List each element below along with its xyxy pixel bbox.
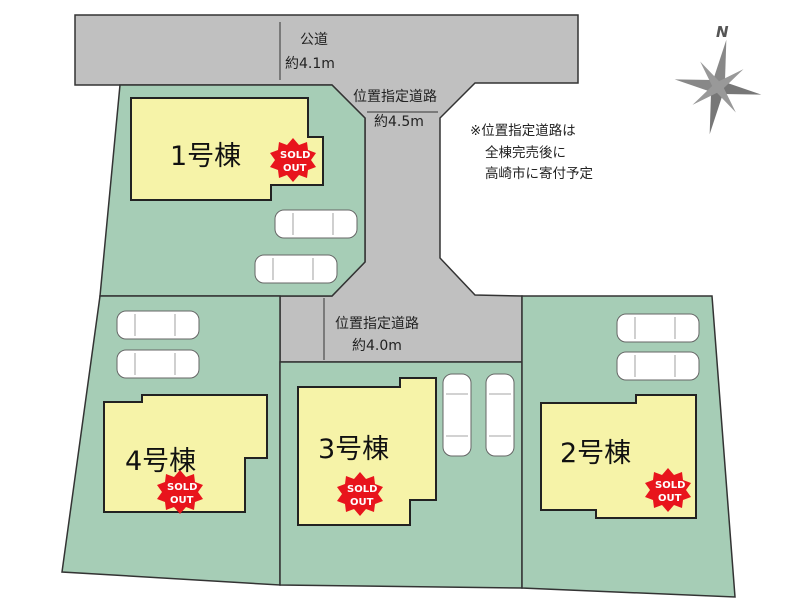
south-road-label: 位置指定道路 <box>335 316 419 332</box>
car-icon <box>274 209 358 239</box>
car-icon <box>254 254 338 284</box>
car-icon <box>616 313 700 343</box>
sold-out-badge-lot-2: SOLD OUT <box>645 468 691 512</box>
compass-icon <box>674 39 762 135</box>
public-road-label: 公道 <box>300 32 328 48</box>
car-icon <box>116 310 200 340</box>
note-line-3: 高崎市に寄付予定 <box>485 165 593 182</box>
note-line-1: ※位置指定道路は <box>470 123 576 139</box>
north-road-width: 約4.5m <box>374 114 424 130</box>
svg-text:SOLD: SOLD <box>655 480 685 491</box>
car-icon <box>116 349 200 379</box>
svg-text:SOLD: SOLD <box>167 482 197 493</box>
svg-text:SOLD: SOLD <box>280 150 310 161</box>
car-icon <box>616 351 700 381</box>
svg-text:OUT: OUT <box>658 493 682 504</box>
compass-north-label: N <box>716 23 729 41</box>
sold-out-badge-lot-4: SOLD OUT <box>157 470 203 514</box>
car-icon <box>485 373 515 457</box>
svg-text:OUT: OUT <box>350 497 374 508</box>
lot-3-label: 3号棟 <box>318 434 389 465</box>
building-3 <box>297 377 437 526</box>
building-1 <box>130 97 324 201</box>
lot-4-label: 4号棟 <box>125 446 196 477</box>
sold-out-badge-lot-3: SOLD OUT <box>337 472 383 516</box>
building-4 <box>103 394 268 513</box>
lot-1-label: 1号棟 <box>170 141 241 172</box>
svg-text:OUT: OUT <box>283 163 307 174</box>
svg-text:SOLD: SOLD <box>347 484 377 495</box>
sold-out-badge-lot-1: SOLD OUT <box>270 138 316 182</box>
north-road-label: 位置指定道路 <box>353 89 437 105</box>
note-line-2: 全棟完売後に <box>485 144 566 161</box>
public-road-width: 約4.1m <box>285 56 335 72</box>
lot-2-label: 2号棟 <box>560 438 631 469</box>
car-icon <box>442 373 472 457</box>
south-road-width: 約4.0m <box>352 338 402 354</box>
svg-text:OUT: OUT <box>170 495 194 506</box>
